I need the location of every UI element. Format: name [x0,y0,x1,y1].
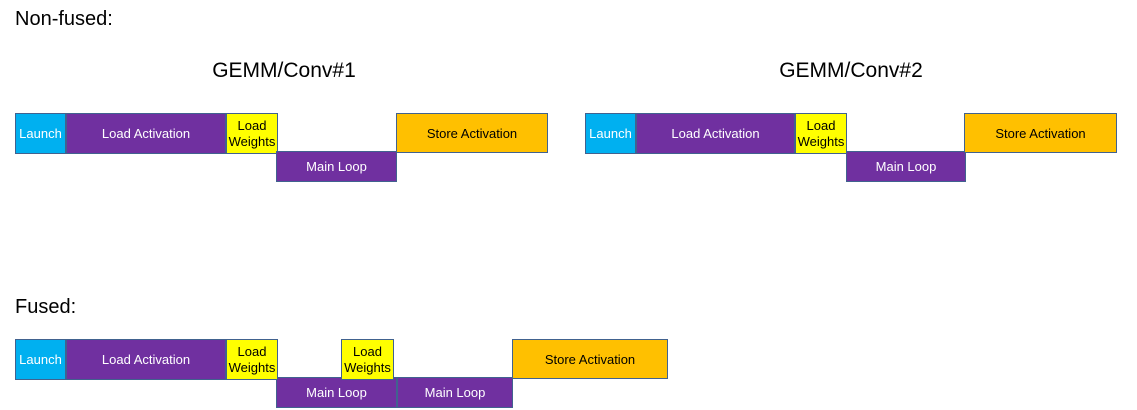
bar-label: Launch [589,126,632,141]
bar-label: Main Loop [424,385,486,400]
nonfused-g2-launch-bar[interactable]: Launch [585,113,636,154]
bar-label: Load Activation [671,126,760,141]
bar-label-line1: Load [237,343,267,359]
bar-label: Store Activation [995,125,1086,141]
fused-load-weights-2-bar[interactable]: Load Weights [341,339,394,380]
fused-launch-bar[interactable]: Launch [15,339,66,380]
bar-label: Store Activation [544,351,636,367]
bar-label-line2: Weights [344,359,391,375]
nonfused-g2-load-weights-bar[interactable]: Load Weights [795,113,847,154]
bar-label-line1: Load [806,117,836,133]
section-label-non-fused: Non-fused: [15,8,113,30]
bar-label-line2: Weights [228,359,276,375]
bar-label: Main Loop [306,159,367,174]
nonfused-g1-main-loop-bar[interactable]: Main Loop [276,151,397,182]
bar-label: Main Loop [306,385,367,400]
bar-label-line1: Load [237,117,267,133]
bar-label: Launch [19,126,62,141]
group-title-gemm-conv-1: GEMM/Conv#1 [212,59,356,82]
nonfused-g1-load-weights-bar[interactable]: Load Weights [226,113,278,154]
bar-label-line1: Load [353,343,382,359]
bar-label-line2: Weights [797,133,845,149]
fused-load-activation-bar[interactable]: Load Activation [66,339,226,380]
nonfused-g1-launch-bar[interactable]: Launch [15,113,66,154]
fused-store-activation-bar[interactable]: Store Activation [512,339,668,379]
nonfused-g2-load-activation-bar[interactable]: Load Activation [636,113,795,154]
nonfused-g1-load-activation-bar[interactable]: Load Activation [66,113,226,154]
fused-main-loop-2-bar[interactable]: Main Loop [397,377,513,408]
group-title-gemm-conv-2: GEMM/Conv#2 [779,59,923,82]
bar-label: Load Activation [101,352,191,367]
nonfused-g1-store-activation-bar[interactable]: Store Activation [396,113,548,153]
nonfused-g2-main-loop-bar[interactable]: Main Loop [846,151,966,182]
fused-main-loop-1-bar[interactable]: Main Loop [276,377,397,408]
nonfused-g2-store-activation-bar[interactable]: Store Activation [964,113,1117,153]
bar-label: Main Loop [875,159,937,174]
section-label-fused: Fused: [15,296,77,318]
fused-load-weights-1-bar[interactable]: Load Weights [226,339,278,380]
bar-label: Load Activation [101,126,191,141]
bar-label: Store Activation [426,125,518,141]
bar-label: Launch [19,352,62,367]
bar-label-line2: Weights [228,133,276,149]
